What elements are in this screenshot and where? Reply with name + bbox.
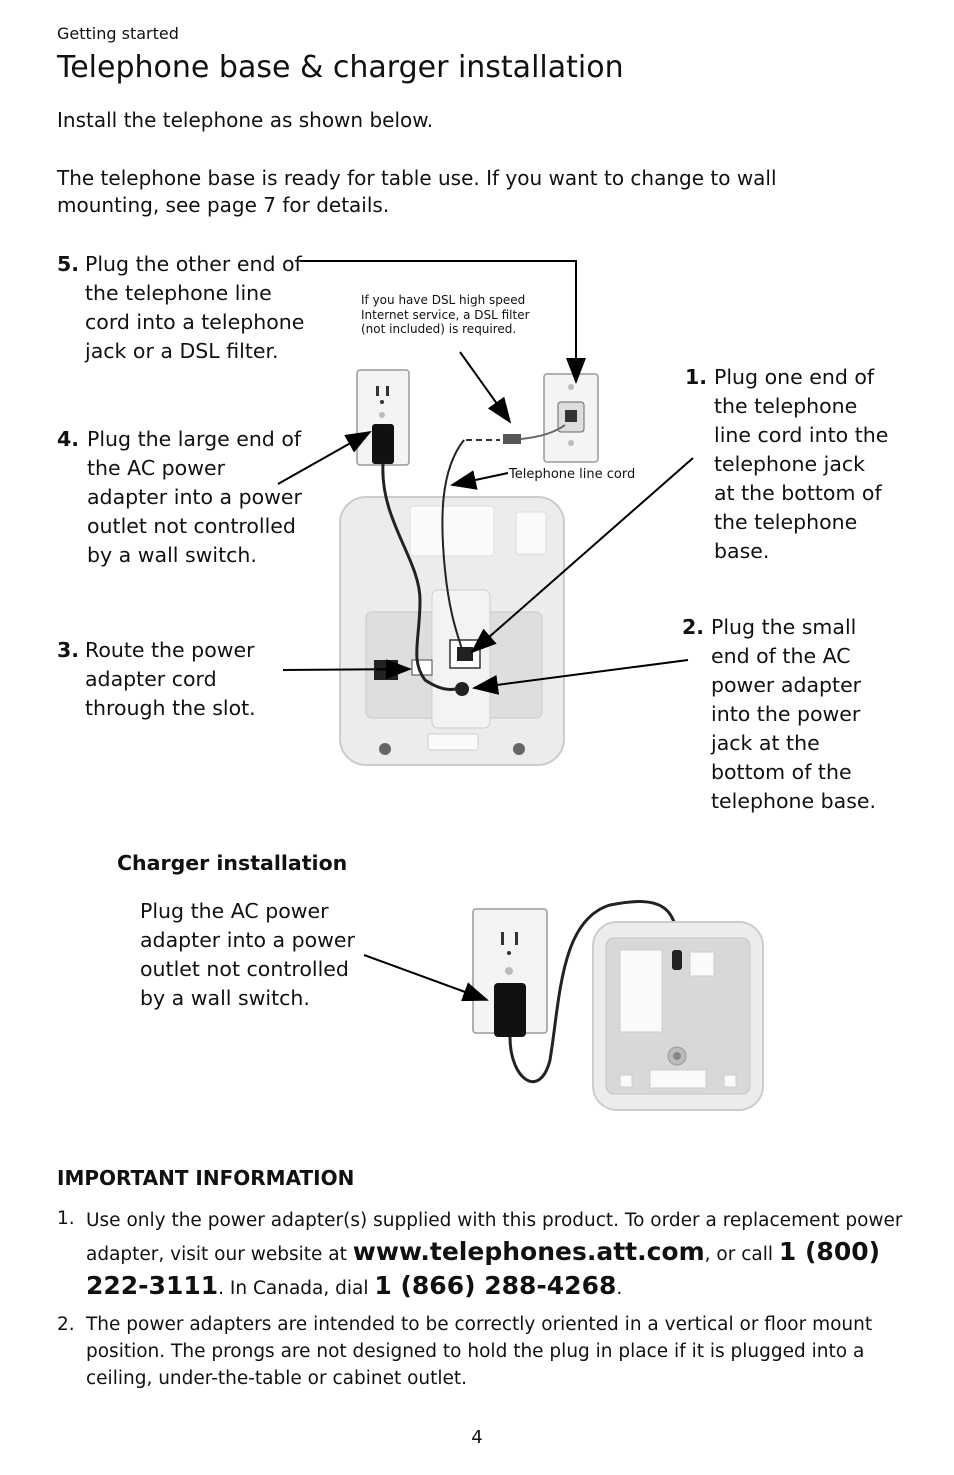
dsl-filter-icon bbox=[503, 434, 521, 444]
step-2: 2. Plug the small end of the AC power ad… bbox=[682, 613, 892, 816]
step-4: 4. Plug the large end of the AC power ad… bbox=[57, 425, 307, 570]
step-3-number: 3. bbox=[57, 638, 80, 662]
step-4-number: 4. bbox=[57, 427, 80, 451]
important-item-1-text-a: Use only the power adapter(s) supplied w… bbox=[86, 1210, 903, 1265]
step-3: 3. Route the power adapter cord through … bbox=[57, 636, 287, 723]
intro-line-2: The telephone base is ready for table us… bbox=[57, 166, 777, 217]
intro-line-1: Install the telephone as shown below. bbox=[57, 108, 434, 132]
step-2-text: Plug the small end of the AC power adapt… bbox=[711, 615, 877, 813]
power-outlet-icon bbox=[356, 369, 410, 466]
important-item-2-text: The power adapters are intended to be co… bbox=[86, 1314, 873, 1389]
page-title: Telephone base & charger installation bbox=[57, 50, 624, 85]
charger-heading: Charger installation bbox=[117, 851, 348, 875]
important-item-2: 2. The power adapters are intended to be… bbox=[57, 1311, 907, 1392]
step-5-number: 5. bbox=[57, 252, 80, 276]
step-4-text: Plug the large end of the AC power adapt… bbox=[87, 427, 302, 567]
dsl-note: If you have DSL high speed Internet serv… bbox=[361, 293, 530, 336]
important-item-1-text-c: . In Canada, dial bbox=[218, 1278, 375, 1299]
step-1-text: Plug one end of the telephone line cord … bbox=[714, 365, 889, 563]
charger-text: Plug the AC power adapter into a power o… bbox=[140, 899, 355, 1010]
important-item-1-text-b: , or call bbox=[704, 1244, 779, 1265]
section-label: Getting started bbox=[57, 24, 179, 43]
telephone-wall-jack-icon bbox=[543, 373, 599, 463]
important-item-1-text-d: . bbox=[616, 1278, 623, 1299]
step-1: 1. Plug one end of the telephone line co… bbox=[685, 363, 890, 566]
step-5: 5. Plug the other end of the telephone l… bbox=[57, 250, 307, 366]
step-2-number: 2. bbox=[682, 615, 705, 639]
phone-us: 1 (800) 222-3111 bbox=[86, 1237, 881, 1300]
important-item-2-number: 2. bbox=[57, 1314, 75, 1335]
important-item-1: 1. Use only the power adapter(s) supplie… bbox=[57, 1205, 907, 1304]
charger-icon bbox=[592, 921, 764, 1111]
step-3-text: Route the power adapter cord through the… bbox=[85, 638, 256, 720]
telephone-base-icon bbox=[339, 496, 565, 766]
phone-canada: 1 (866) 288-4268 bbox=[374, 1271, 617, 1300]
step-1-number: 1. bbox=[685, 365, 708, 389]
website-link[interactable]: www.telephones.att.com bbox=[352, 1237, 705, 1266]
charger-outlet-icon bbox=[472, 908, 548, 1037]
step-5-text: Plug the other end of the telephone line… bbox=[85, 252, 305, 363]
important-item-1-number: 1. bbox=[57, 1208, 75, 1229]
important-heading: IMPORTANT INFORMATION bbox=[57, 1166, 355, 1190]
telephone-line-cord-label: Telephone line cord bbox=[509, 467, 636, 482]
page-number: 4 bbox=[471, 1427, 483, 1448]
